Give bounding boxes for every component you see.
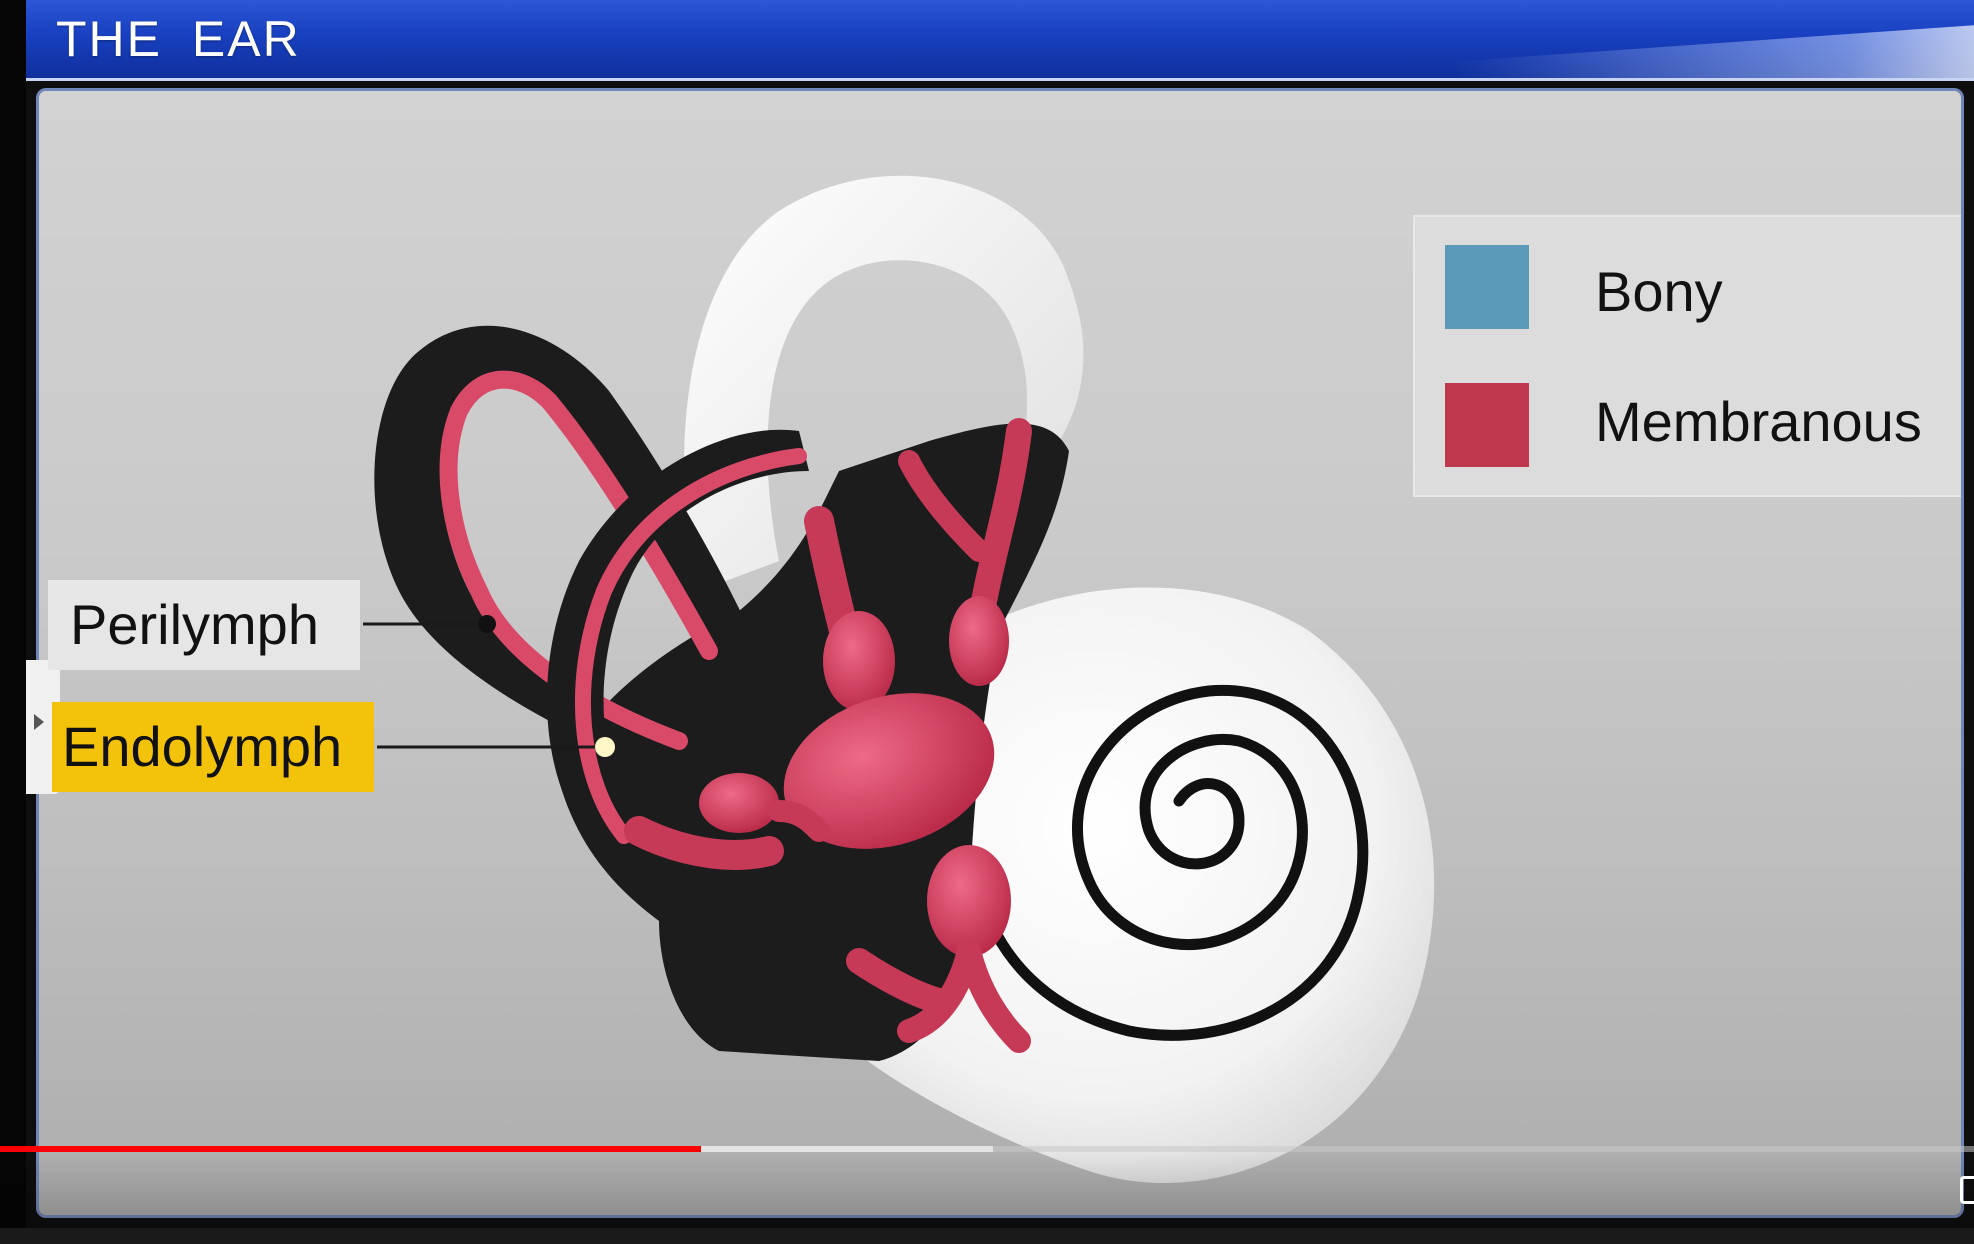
fullscreen-icon[interactable] <box>1960 1176 1974 1204</box>
inner-ear-diagram <box>363 175 1435 1183</box>
chevron-right-icon <box>34 714 44 730</box>
frame-left-border <box>0 0 26 1244</box>
membranous-labyrinth <box>624 418 1032 1053</box>
video-progress-played <box>0 1146 701 1152</box>
superior-canal-bony <box>684 175 1084 591</box>
callout-leaders <box>363 615 615 757</box>
content-panel: Bony Membranous <box>36 88 1964 1218</box>
legend-swatch-membranous <box>1445 383 1529 467</box>
posterior-canal-bony <box>374 325 759 771</box>
callout-endolymph: Endolymph <box>52 702 374 792</box>
bottom-strip <box>0 1228 1974 1244</box>
page-title: THE EAR <box>56 11 301 67</box>
legend-swatch-bony <box>1445 245 1529 329</box>
title-bar: THE EAR <box>26 0 1974 81</box>
legend-label-membranous: Membranous <box>1595 390 1922 453</box>
callout-perilymph: Perilymph <box>48 580 360 670</box>
legend-label-bony: Bony <box>1595 260 1723 323</box>
lateral-canal-bony <box>546 429 809 851</box>
video-progress-bar[interactable] <box>0 1146 1974 1152</box>
legend: Bony Membranous <box>1413 215 1961 497</box>
